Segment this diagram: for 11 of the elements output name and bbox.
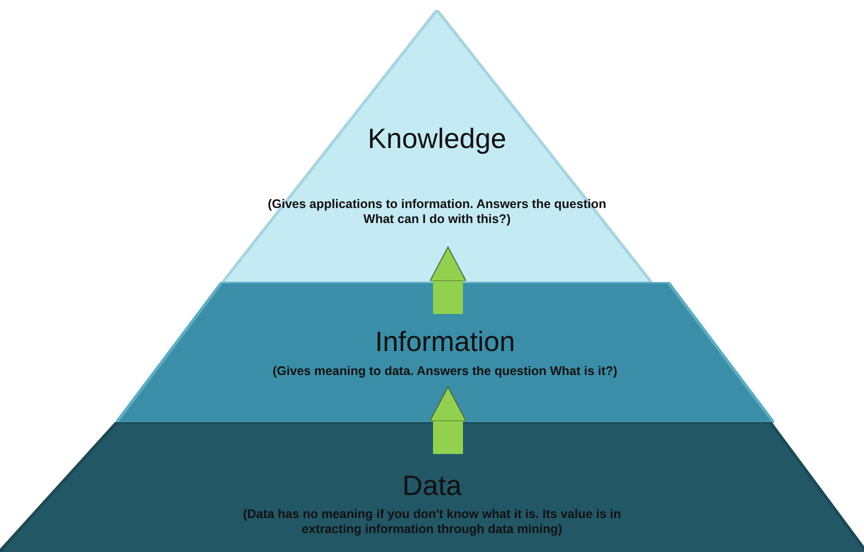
pyramid-tier — [222, 10, 652, 283]
tier-description: (Gives applications to information. Answers the question What can I do with this?) — [267, 197, 607, 227]
block-arrow — [430, 386, 466, 454]
tier-title: Information — [374, 326, 516, 358]
tier-description: (Gives meaning to data. Answers the question What is it?) — [272, 364, 618, 379]
tier-title: Data — [402, 470, 462, 502]
block-arrow — [430, 246, 466, 314]
tier-description: (Data has no meaning if you don't know what it is. Its value is in extracting information through data mining) — [242, 507, 622, 537]
tier-title: Knowledge — [368, 123, 506, 155]
pyramid-tier — [116, 282, 774, 423]
pyramid-tier — [0, 422, 864, 552]
